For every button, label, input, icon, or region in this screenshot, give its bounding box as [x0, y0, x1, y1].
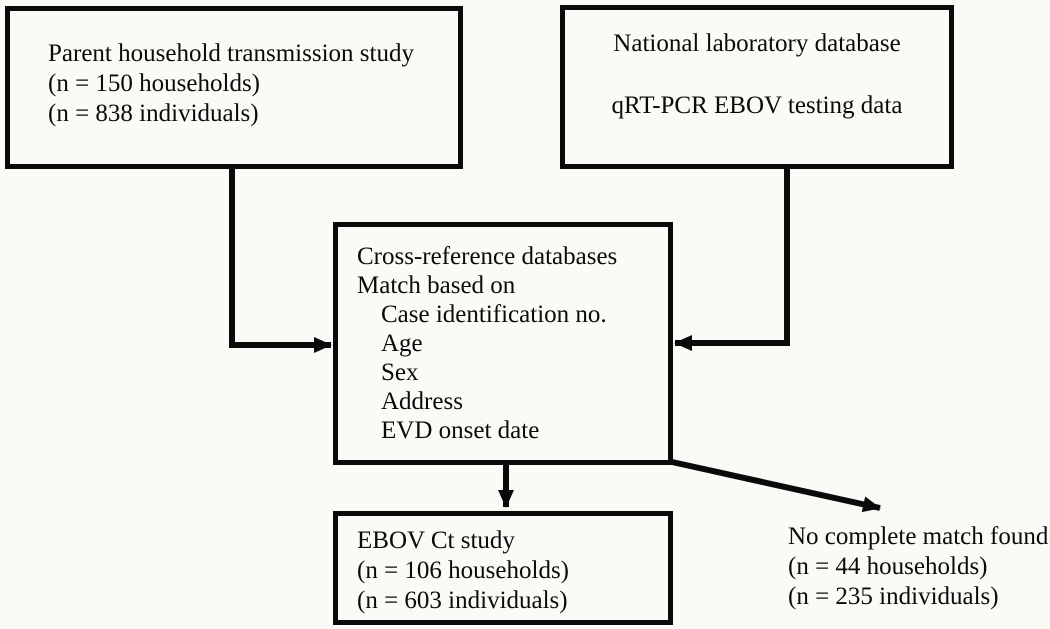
match-item-case-id: Case identification no. — [381, 301, 607, 328]
match-item-age: Age — [381, 330, 423, 357]
crossref-match-based-on: Match based on — [357, 272, 516, 299]
nomatch-individuals: (n = 235 individuals) — [788, 583, 999, 610]
ebov-ct-title: EBOV Ct study — [357, 527, 515, 554]
ebov-ct-households: (n = 106 households) — [357, 557, 569, 584]
ebov-ct-individuals: (n = 603 individuals) — [357, 587, 568, 614]
arrow-parent-to-crossref — [229, 166, 332, 353]
parent-study-individuals: (n = 838 individuals) — [48, 100, 259, 127]
parent-study-title: Parent household transmission study — [48, 40, 414, 67]
nomatch-households: (n = 44 households) — [788, 553, 988, 580]
label-no-complete-match: No complete match found (n = 44 househol… — [788, 522, 1050, 612]
crossref-title: Cross-reference databases — [357, 243, 618, 270]
arrow-lab-to-crossref — [674, 166, 790, 351]
match-item-evd-onset: EVD onset date — [381, 417, 540, 444]
box-cross-reference: Cross-reference databases Match based on… — [333, 222, 673, 465]
national-lab-spacer — [565, 59, 949, 91]
national-lab-testing-data: qRT-PCR EBOV testing data — [611, 92, 903, 119]
match-item-sex: Sex — [381, 359, 419, 386]
nomatch-title: No complete match found — [788, 523, 1049, 550]
parent-study-households: (n = 150 households) — [48, 70, 260, 97]
national-lab-title: National laboratory database — [613, 30, 901, 57]
arrow-crossref-to-nomatch — [671, 459, 881, 513]
box-parent-study: Parent household transmission study (n =… — [5, 6, 463, 169]
match-item-address: Address — [381, 388, 463, 415]
box-ebov-ct-study: EBOV Ct study (n = 106 households) (n = … — [333, 511, 673, 625]
box-national-lab: National laboratory database qRT-PCR EBO… — [560, 5, 954, 169]
